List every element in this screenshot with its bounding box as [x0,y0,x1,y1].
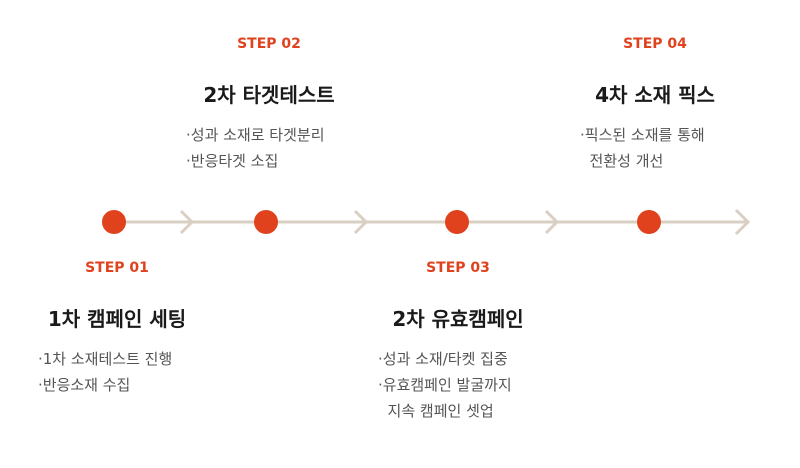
bullet-item: ·성과 소재로 타겟분리 [186,126,325,144]
step-bullets: ·성과 소재/타켓 집중 ·유효캠페인 발굴까지 지속 캠페인 셋업 [378,346,512,424]
step-01-node [102,210,126,234]
arrow-right-icon [353,209,369,235]
bullet-item: 전환성 개선 [580,152,664,170]
step-title: 4차 소재 픽스 [595,83,715,107]
bullet-item: ·1차 소재테스트 진행 [38,350,173,368]
step-label: STEP 02 [237,36,301,52]
arrow-head-icon [734,208,751,236]
step-title: 1차 캠페인 세팅 [47,307,187,331]
bullet-item: ·픽스된 소재를 통해 [580,126,705,144]
bullet-item: ·성과 소재/타켓 집중 [378,350,508,368]
step-bullets: ·픽스된 소재를 통해 전환성 개선 [580,122,705,174]
step-04-node [637,210,661,234]
step-03-node [445,210,469,234]
arrow-right-icon [544,209,560,235]
step-title: 2차 타겟테스트 [203,83,335,107]
step-bullets: ·성과 소재로 타겟분리 ·반응타겟 소집 [186,122,325,174]
step-title: 2차 유효캠페인 [392,307,524,331]
bullet-item: ·반응타겟 소집 [186,152,279,170]
step-label: STEP 01 [85,260,149,276]
arrow-right-icon [179,209,195,235]
step-label: STEP 04 [623,36,687,52]
bullet-item: ·반응소재 수집 [38,376,131,394]
step-label: STEP 03 [426,260,490,276]
bullet-item: ·유효캠페인 발굴까지 [378,376,512,394]
step-02-node [254,210,278,234]
step-bullets: ·1차 소재테스트 진행 ·반응소재 수집 [38,346,172,398]
bullet-item: 지속 캠페인 셋업 [378,402,494,420]
